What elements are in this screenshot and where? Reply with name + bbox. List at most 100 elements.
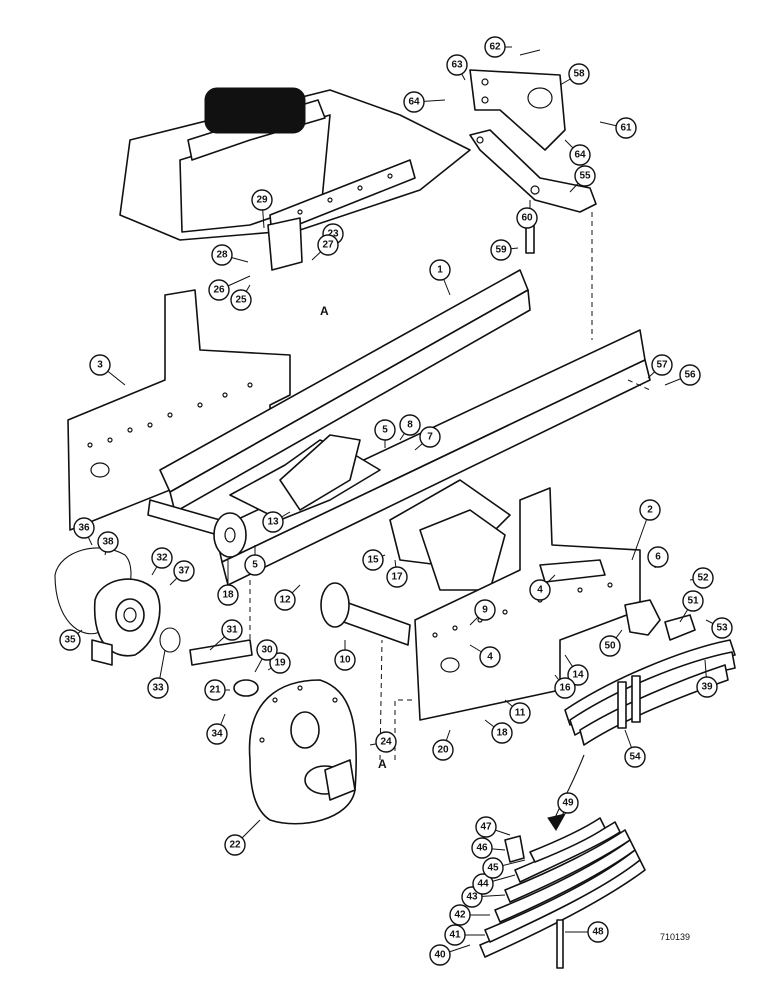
callout-circle <box>471 837 493 859</box>
callout-circle <box>516 207 538 229</box>
mounting-bracket <box>267 217 303 271</box>
callout-circle <box>429 259 451 281</box>
callout-circle <box>147 677 169 699</box>
callout-circle <box>362 549 384 571</box>
callout-circle <box>208 279 230 301</box>
callout-circle <box>251 189 273 211</box>
spring-bracket <box>539 559 696 641</box>
callout-circle <box>269 652 291 674</box>
callout-circle <box>173 560 195 582</box>
callout-label: 32 <box>156 553 168 564</box>
callout-circle <box>89 354 111 376</box>
callout-label: 2 <box>647 505 653 516</box>
callout-label: 55 <box>579 171 591 182</box>
callout-label: 59 <box>495 245 507 256</box>
callout-circle <box>399 414 421 436</box>
callout-label: 64 <box>408 97 420 108</box>
callout-circle <box>651 354 673 376</box>
callout-circle <box>484 36 506 58</box>
callout-circle <box>557 792 579 814</box>
callout-label: 29 <box>256 195 268 206</box>
callout-label: 12 <box>279 595 291 606</box>
callout-label: 48 <box>592 927 604 938</box>
leaf-spring-exploded <box>479 817 646 969</box>
callout-label: 14 <box>572 670 584 681</box>
callout-circle <box>59 629 81 651</box>
callout-label: 36 <box>78 523 90 534</box>
callout-circle <box>206 723 228 745</box>
callout-label: 5 <box>252 560 258 571</box>
callout-label: 28 <box>216 250 228 261</box>
callout-label: 20 <box>437 745 449 756</box>
callout-circle <box>599 635 621 657</box>
callout-label: 4 <box>537 585 543 596</box>
callout-label: 61 <box>620 123 632 134</box>
callout-circle <box>509 702 531 724</box>
callouts: 1234455678910111213141516171818192021222… <box>59 36 733 966</box>
callout-circle <box>224 834 246 856</box>
callout-circle <box>217 584 239 606</box>
callout-circle <box>97 531 119 553</box>
callout-label: 42 <box>454 910 466 921</box>
callout-label: 43 <box>466 892 478 903</box>
callout-circle <box>567 664 589 686</box>
callout-label: 26 <box>213 285 225 296</box>
callout-label: 3 <box>97 360 103 371</box>
callout-circle <box>262 511 284 533</box>
callout-label: 11 <box>515 708 526 719</box>
callout-label: 30 <box>261 645 273 656</box>
callout-circle <box>479 646 501 668</box>
callout-circle <box>624 746 646 768</box>
callout-circle <box>432 739 454 761</box>
callout-label: 38 <box>102 537 114 548</box>
callout-circle <box>482 857 504 879</box>
callout-label: 18 <box>222 590 234 601</box>
callout-circle <box>230 289 252 311</box>
callout-circle <box>490 239 512 261</box>
right-side-plate <box>414 487 641 721</box>
callout-label: 31 <box>226 625 238 636</box>
callout-label: 21 <box>209 685 221 696</box>
callout-circle <box>317 234 339 256</box>
callout-label: 23 <box>327 229 339 240</box>
callout-label: 13 <box>267 517 279 528</box>
callout-circle <box>711 617 733 639</box>
callout-label: 16 <box>559 683 571 694</box>
callout-label: 25 <box>235 295 247 306</box>
drawing-number: 710139 <box>660 932 690 942</box>
callout-circle <box>472 873 494 895</box>
callout-label: 46 <box>476 843 488 854</box>
pinion-shaft <box>189 639 259 697</box>
leaf-spring-upper <box>564 639 736 746</box>
bearing-housing <box>54 547 181 666</box>
callout-circle <box>475 816 497 838</box>
callout-label: 19 <box>274 658 286 669</box>
callout-label: 9 <box>482 605 488 616</box>
callout-circle <box>374 419 396 441</box>
callout-label: 33 <box>152 683 164 694</box>
callout-circle <box>568 63 590 85</box>
callout-label: 10 <box>339 655 351 666</box>
callout-label: 27 <box>322 240 334 251</box>
seat-fender-assembly <box>119 87 471 271</box>
callout-label: 53 <box>716 623 728 634</box>
callout-circle <box>419 426 441 448</box>
callout-label: 62 <box>489 42 501 53</box>
callout-label: 60 <box>521 213 533 224</box>
callout-label: 45 <box>487 863 499 874</box>
arrow-head <box>547 813 566 831</box>
callout-circle <box>256 639 278 661</box>
callout-circle <box>204 679 226 701</box>
callout-circle <box>449 904 471 926</box>
callout-circle <box>615 117 637 139</box>
callout-circle <box>403 91 425 113</box>
callout-label: 5 <box>382 425 388 436</box>
callout-circle <box>375 731 397 753</box>
callout-label: 54 <box>629 752 641 763</box>
callout-label: 35 <box>64 635 76 646</box>
callout-label: 41 <box>449 930 461 941</box>
callout-label: 8 <box>407 420 413 431</box>
callout-label: 17 <box>391 572 403 583</box>
callout-circle <box>73 517 95 539</box>
